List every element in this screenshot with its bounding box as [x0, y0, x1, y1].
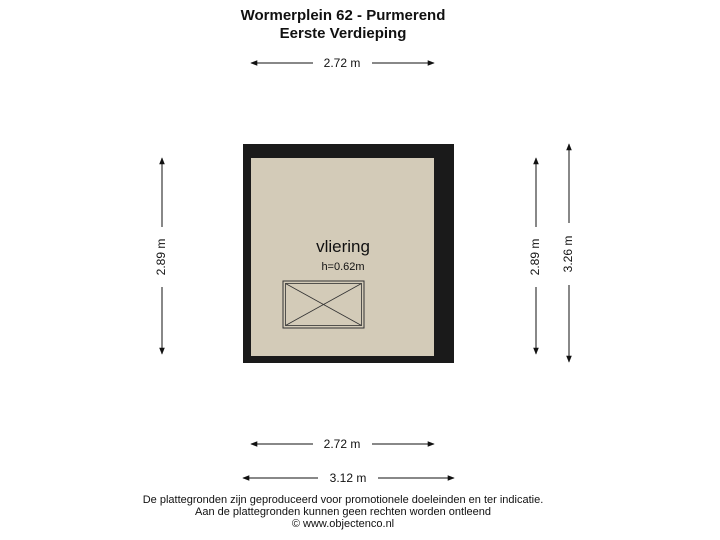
dimension-bottom-inner-width-label: 2.72 m [324, 437, 361, 451]
dimension-right-outer-height-label: 3.26 m [561, 236, 575, 273]
dimension-bottom-outer-width: 3.12 m [242, 471, 455, 485]
room-name-label: vliering [316, 237, 370, 256]
copyright-link[interactable]: © www.objectenco.nl [291, 518, 395, 530]
dimension-top-width: 2.72 m [250, 56, 435, 70]
dimension-top-width-label: 2.72 m [324, 56, 361, 70]
dimension-right-outer-height: 3.26 m [561, 143, 575, 363]
disclaimer-line-2: Aan de plattegronden kunnen geen rechten… [194, 506, 491, 518]
dimension-left-height-label: 2.89 m [154, 239, 168, 276]
disclaimer-line-1: De plattegronden zijn geproduceerd voor … [142, 494, 544, 506]
dimension-bottom-outer-width-label: 3.12 m [330, 471, 367, 485]
dimension-left-height: 2.89 m [154, 157, 168, 355]
dimension-bottom-inner-width: 2.72 m [250, 437, 435, 451]
floorplan-floor-title: Eerste Verdieping [279, 25, 407, 42]
room-floor [251, 158, 434, 356]
dimension-right-inner-height: 2.89 m [528, 157, 542, 355]
floorplan-address-title: Wormerplein 62 - Purmerend [240, 7, 446, 24]
dimension-right-inner-height-label: 2.89 m [528, 239, 542, 276]
room-height-label: h=0.62m [321, 261, 364, 273]
hatch-symbol [282, 280, 365, 329]
